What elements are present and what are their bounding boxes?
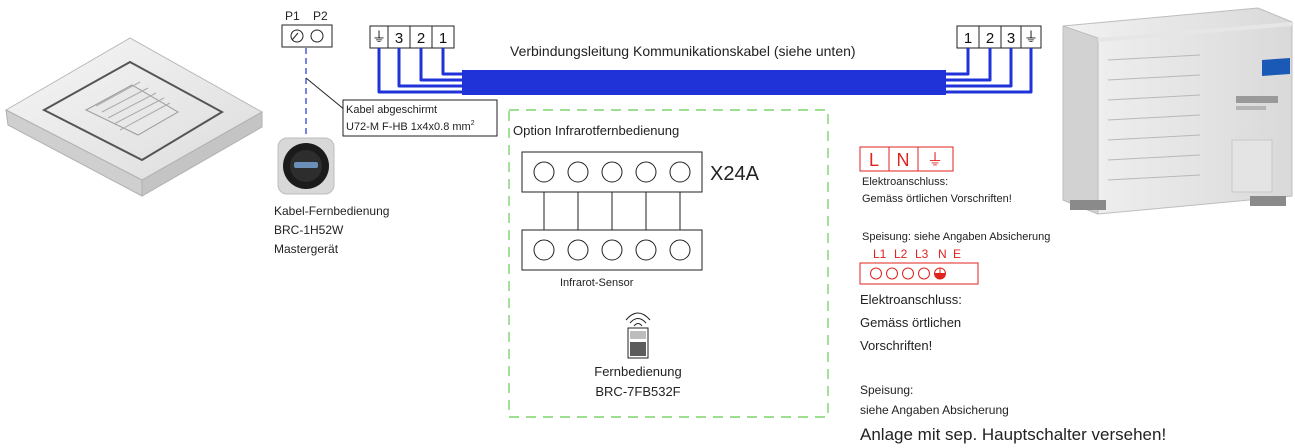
cable-leader-line <box>305 77 346 111</box>
ir-option-frame <box>508 109 829 418</box>
phase-l3: L3 <box>915 247 929 261</box>
power-n: N <box>897 150 910 170</box>
indoor-terminal-earth: ⏚ <box>372 29 386 45</box>
ir-sensor-label: Infrarot-Sensor <box>560 277 634 289</box>
infrared-remote-icon <box>625 312 651 359</box>
remote-wired-model: BRC-1H52W <box>274 223 344 237</box>
power-outdoor-supply: Speisung: siehe Angaben Absicherung <box>862 231 1050 243</box>
comm-cable-bundle <box>377 48 1033 94</box>
outdoor-terminal-1: 1 <box>964 30 972 47</box>
ir-connector-wires <box>543 192 681 230</box>
comm-cable-main <box>462 70 946 95</box>
terminal-p1-label: P1 <box>285 9 300 23</box>
indoor-terminal-2: 2 <box>417 30 425 47</box>
indoor-terminal-1: 1 <box>439 30 447 47</box>
power-indoor-label: Elektroanschluss: <box>862 176 948 188</box>
p1-p2-terminal: P1 P2 <box>281 9 333 48</box>
phase-l1: L1 <box>873 247 887 261</box>
footer-main-switch: Anlage mit sep. Hauptschalter versehen! <box>860 425 1166 444</box>
outdoor-comm-terminal: 1 2 3 ⏚ <box>956 25 1042 49</box>
remote-wired-name: Kabel-Fernbedienung <box>274 204 389 218</box>
power-earth: ⏚ <box>927 151 943 169</box>
outdoor-terminal-3: 3 <box>1007 30 1015 47</box>
remote-wired-role: Mastergerät <box>274 242 339 256</box>
svg-text:Kabel-Fernbedienung BRC-1H: Kabel-Fernbedienung BRC-1H52W Mastergerä… <box>274 204 393 256</box>
power-indoor-note: Gemäss örtlichen Vorschriften! <box>862 193 1012 205</box>
ir-remote-name: Fernbedienung <box>594 364 681 379</box>
phase-n: N <box>938 247 947 261</box>
phase-l2: L2 <box>894 247 908 261</box>
power-outdoor-note-1: Gemäss örtlichen <box>860 315 961 330</box>
footer-supply-label: Speisung: <box>860 383 913 397</box>
footer-supply-note: siehe Angaben Absicherung <box>860 403 1009 417</box>
terminal-p2-label: P2 <box>313 9 328 23</box>
indoor-terminal-3: 3 <box>395 30 403 47</box>
outdoor-terminal-2: 2 <box>986 30 994 47</box>
wired-remote-controller-icon <box>277 137 335 195</box>
cable-spec-line2: U72-M F-HB 1x4x0.8 mm2 <box>346 120 475 133</box>
outdoor-phase-labels: L1 L2 L3 N E <box>873 247 961 261</box>
ir-remote-model: BRC-7FB532F <box>595 384 680 399</box>
comm-cable-label: Verbindungsleitung Kommunikationskabel (… <box>510 43 856 59</box>
power-l: L <box>869 150 879 170</box>
x24a-label: X24A <box>710 163 760 185</box>
outdoor-power-terminal <box>859 262 979 285</box>
indoor-power-terminal: L N ⏚ <box>859 146 954 172</box>
ir-option-title: Option Infrarotfernbedienung <box>513 123 679 138</box>
outdoor-unit-icon <box>1062 7 1293 215</box>
x24a-connector <box>521 151 703 193</box>
ceiling-cassette-unit-icon <box>4 37 264 197</box>
power-outdoor-label: Elektroanschluss: <box>860 292 962 307</box>
ir-sensor-connector <box>521 229 703 271</box>
indoor-comm-terminal: ⏚ 3 2 1 <box>369 25 455 49</box>
cable-spec-box: Kabel abgeschirmt U72-M F-HB 1x4x0.8 mm2 <box>342 99 498 137</box>
cable-spec-line1: Kabel abgeschirmt <box>346 104 437 116</box>
phase-e: E <box>953 247 961 261</box>
outdoor-terminal-earth: ⏚ <box>1024 29 1038 45</box>
power-outdoor-note-2: Vorschriften! <box>860 338 932 353</box>
